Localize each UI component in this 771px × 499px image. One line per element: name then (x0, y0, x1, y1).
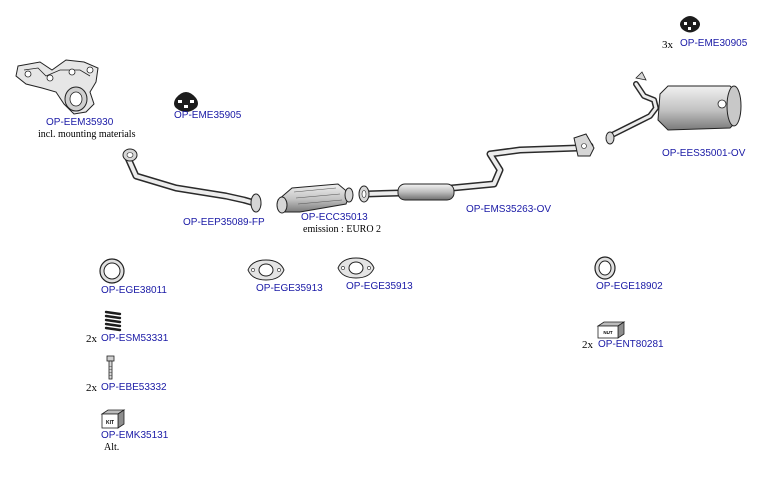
part-note-catalyst: emission : EURO 2 (303, 224, 382, 235)
part-code-front-pipe[interactable]: OP-EEP35089-FP (183, 217, 265, 228)
ring-gasket-icon[interactable] (594, 256, 616, 280)
spring-icon[interactable] (104, 310, 122, 332)
rubber-hanger-icon[interactable] (680, 16, 700, 33)
part-code-manifold[interactable]: OP-EEM35930 (46, 117, 114, 128)
part-code-middle-silencer[interactable]: OP-EMS35263-OV (466, 204, 552, 215)
part-code-flange-gasket-2[interactable]: OP-EGE35913 (346, 281, 413, 292)
part-qty-spring: 2x (86, 333, 97, 345)
part-qty-bolt: 2x (86, 382, 97, 394)
part-note-manifold: incl. mounting materials (38, 129, 136, 140)
mounting-kit-icon[interactable] (100, 409, 126, 429)
nut-badge: NUT (603, 330, 612, 335)
part-code-catalyst[interactable]: OP-ECC35013 (301, 212, 368, 223)
exhaust-manifold-icon[interactable] (15, 59, 99, 115)
rear-silencer-icon[interactable] (605, 71, 742, 145)
nut-box-icon[interactable] (596, 321, 626, 339)
part-code-flange-gasket-1[interactable]: OP-EGE35913 (256, 283, 323, 294)
middle-silencer-icon[interactable] (358, 133, 595, 203)
part-code-spring[interactable]: OP-ESM53331 (101, 333, 169, 344)
kit-badge: KIT (106, 420, 114, 426)
part-code-gasket-ring-2[interactable]: OP-EGE18902 (596, 281, 663, 292)
flange-gasket-icon[interactable] (247, 259, 285, 281)
bolt-icon[interactable] (106, 355, 115, 380)
part-qty-nut: 2x (582, 339, 593, 351)
part-code-nut[interactable]: OP-ENT80281 (598, 339, 664, 350)
part-note-kit: Alt. (104, 442, 120, 453)
ring-gasket-icon[interactable] (99, 258, 125, 284)
part-code-hanger-front[interactable]: OP-EME35905 (174, 110, 242, 121)
catalytic-converter-icon[interactable] (276, 183, 354, 214)
part-code-gasket-ring-1[interactable]: OP-EGE38011 (101, 285, 167, 296)
part-qty-hanger-rear: 3x (662, 39, 673, 51)
part-code-bolt[interactable]: OP-EBE53332 (101, 382, 167, 393)
rubber-hanger-icon[interactable] (174, 92, 198, 112)
part-code-rear-silencer[interactable]: OP-EES35001-OV (662, 148, 746, 159)
flange-gasket-icon[interactable] (337, 257, 375, 279)
front-pipe-icon[interactable] (122, 148, 262, 213)
part-code-kit[interactable]: OP-EMK35131 (101, 430, 169, 441)
part-code-hanger-rear[interactable]: OP-EME30905 (680, 38, 748, 49)
